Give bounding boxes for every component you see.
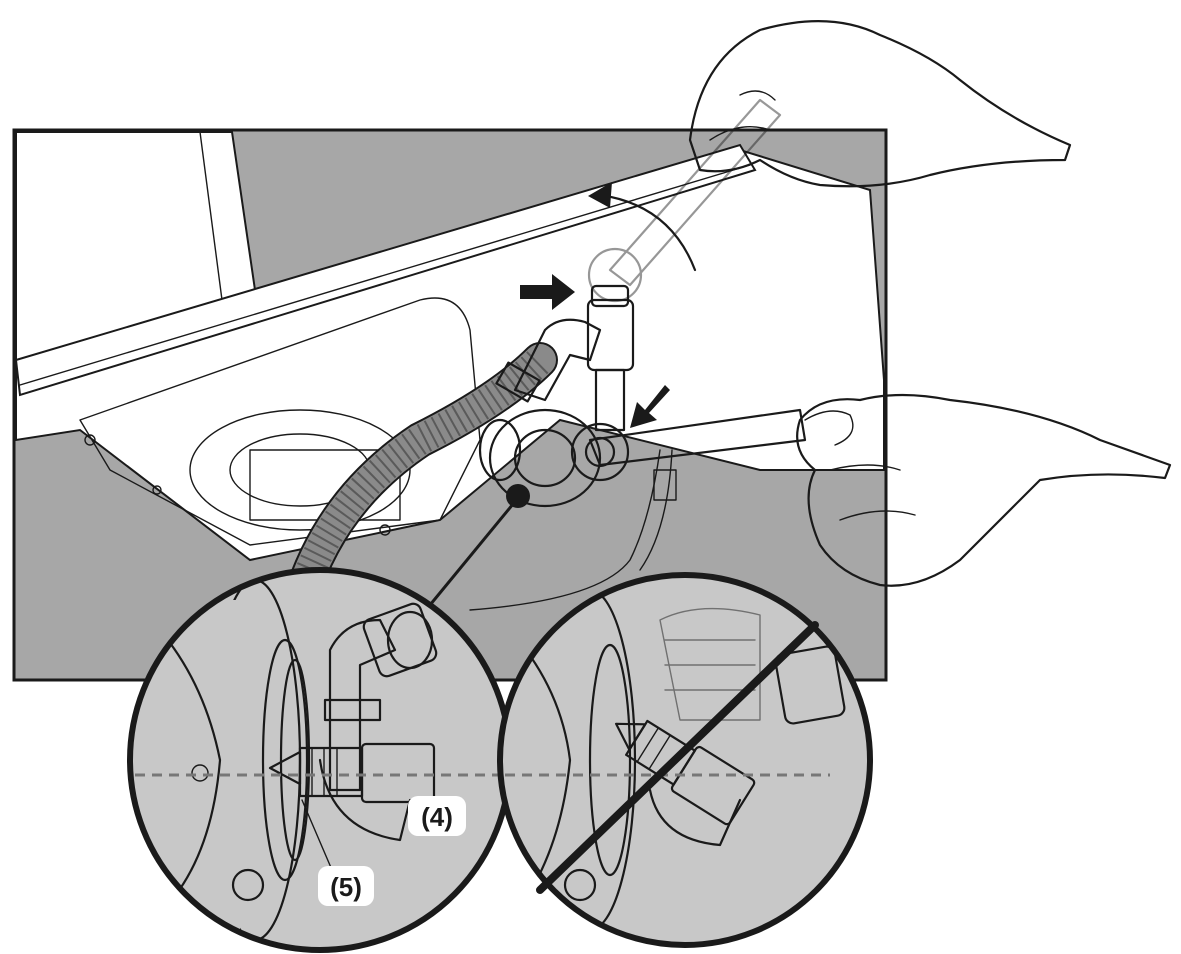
callout-part-4: (4) bbox=[421, 802, 453, 832]
detail-marker-dot bbox=[506, 484, 530, 508]
callout-part-5: (5) bbox=[330, 872, 362, 902]
